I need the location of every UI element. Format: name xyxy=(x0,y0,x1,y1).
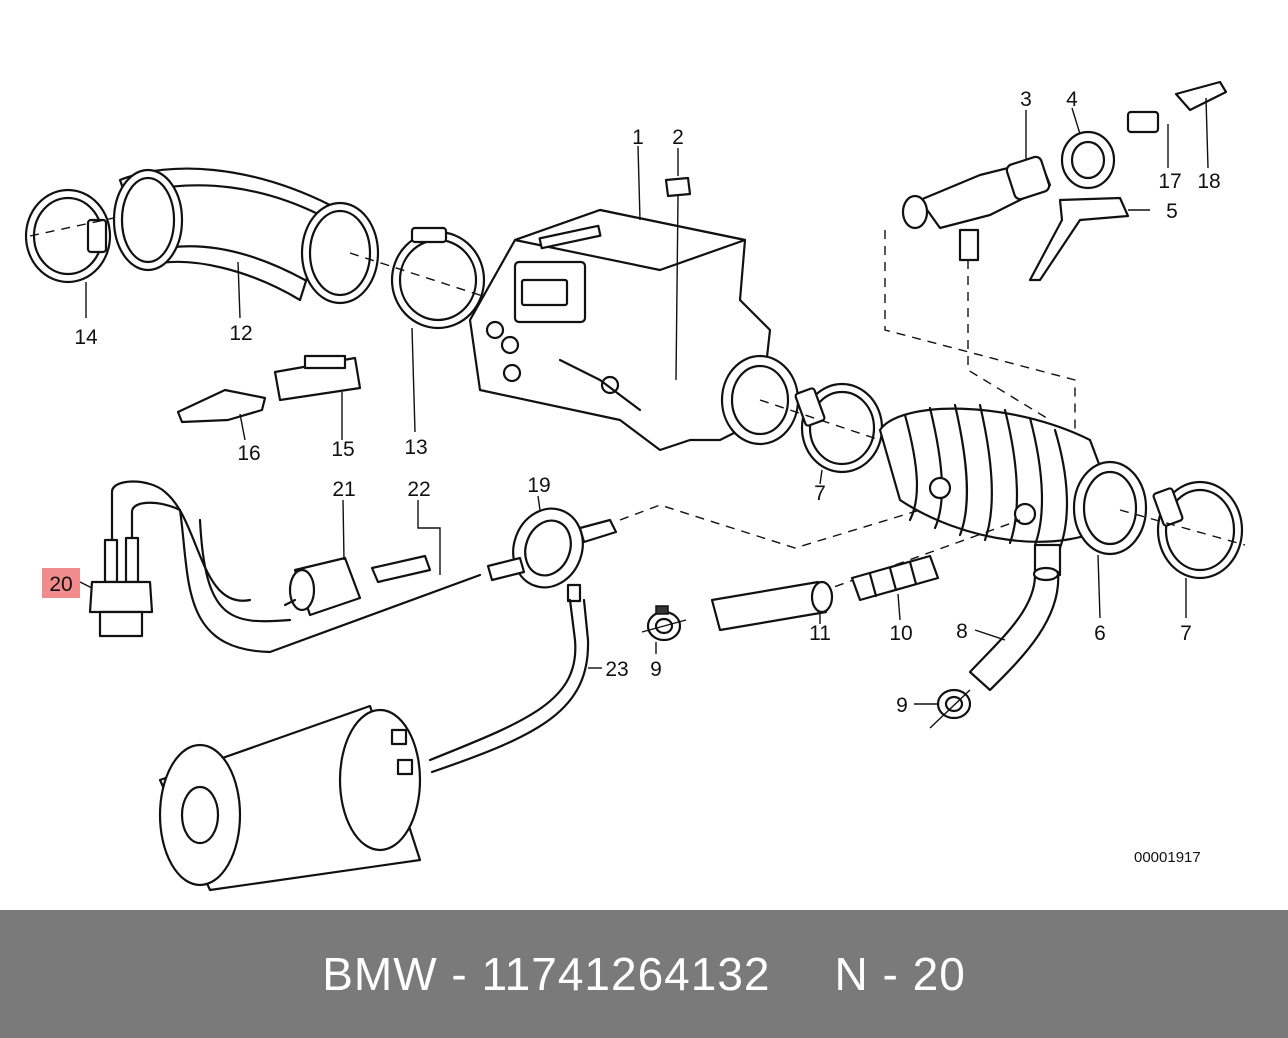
label-part-23: 23 xyxy=(605,658,628,681)
label-part-3: 3 xyxy=(1020,88,1032,111)
label-part-9-left: 9 xyxy=(650,658,662,681)
label-part-9-lower: 9 xyxy=(896,694,908,717)
part-20-temperature-switch xyxy=(79,536,154,638)
label-part-11: 11 xyxy=(809,622,831,645)
canister xyxy=(158,704,422,892)
part-16-boot xyxy=(176,388,267,441)
label-part-10: 10 xyxy=(889,622,912,645)
part-10-fitting xyxy=(850,554,940,621)
part-23-line xyxy=(428,598,602,774)
part-11-hose xyxy=(710,580,834,632)
footer-part-number: BMW - 11741264132 xyxy=(322,948,771,1000)
part-number-footer: BMW - 11741264132 N - 20 xyxy=(0,910,1288,1038)
label-part-1: 1 xyxy=(632,126,644,149)
label-part-20: 20 xyxy=(49,573,72,596)
label-part-19: 19 xyxy=(527,474,550,497)
part-5-bracket xyxy=(1028,196,1150,282)
label-part-7-right: 7 xyxy=(1180,622,1192,645)
label-part-4: 4 xyxy=(1066,88,1078,111)
part-17-connector xyxy=(1126,110,1169,168)
part-22-hose xyxy=(370,500,441,584)
part-18-boot xyxy=(1174,80,1228,169)
part-4-holder xyxy=(1060,107,1116,190)
label-part-6: 6 xyxy=(1094,622,1106,645)
drawing-code: 00001917 xyxy=(1134,849,1201,866)
part-13-clamp xyxy=(349,226,496,433)
part-1-air-flow-meter xyxy=(468,145,800,452)
label-part-21: 21 xyxy=(332,478,355,501)
part-7-clamp-right xyxy=(1119,480,1246,618)
footer-position: N - 20 xyxy=(834,948,966,1000)
label-part-13: 13 xyxy=(404,436,427,459)
label-part-22: 22 xyxy=(407,478,430,501)
label-part-14: 14 xyxy=(74,326,98,349)
label-part-17: 17 xyxy=(1158,170,1181,193)
part-9-clip-left xyxy=(641,605,687,654)
label-part-18: 18 xyxy=(1197,170,1220,193)
label-part-7-upper: 7 xyxy=(814,482,826,505)
part-3-valve xyxy=(901,110,1052,262)
part-8-elbow-hose xyxy=(968,566,1060,692)
label-part-12: 12 xyxy=(229,322,252,345)
label-part-15: 15 xyxy=(331,438,354,461)
part-14-clamp xyxy=(24,188,161,318)
label-part-8: 8 xyxy=(956,620,968,643)
part-12-intake-boot xyxy=(112,167,380,319)
part-7-clamp-upper xyxy=(759,382,884,485)
part-6-bellows xyxy=(878,403,1148,619)
part-15-connector xyxy=(273,354,362,440)
label-part-16: 16 xyxy=(237,442,260,465)
part-21-filter xyxy=(283,499,362,617)
label-part-5: 5 xyxy=(1166,200,1178,223)
part-2-cap xyxy=(664,148,692,381)
label-part-2: 2 xyxy=(672,126,684,149)
parts-diagram: 1 2 3 4 5 6 7 7 8 9 9 10 11 12 13 14 15 … xyxy=(24,80,1246,892)
part-19-vacuum-valve xyxy=(486,495,618,603)
part-9-clip-lower xyxy=(914,688,972,729)
highlight-part-20 xyxy=(42,568,80,598)
